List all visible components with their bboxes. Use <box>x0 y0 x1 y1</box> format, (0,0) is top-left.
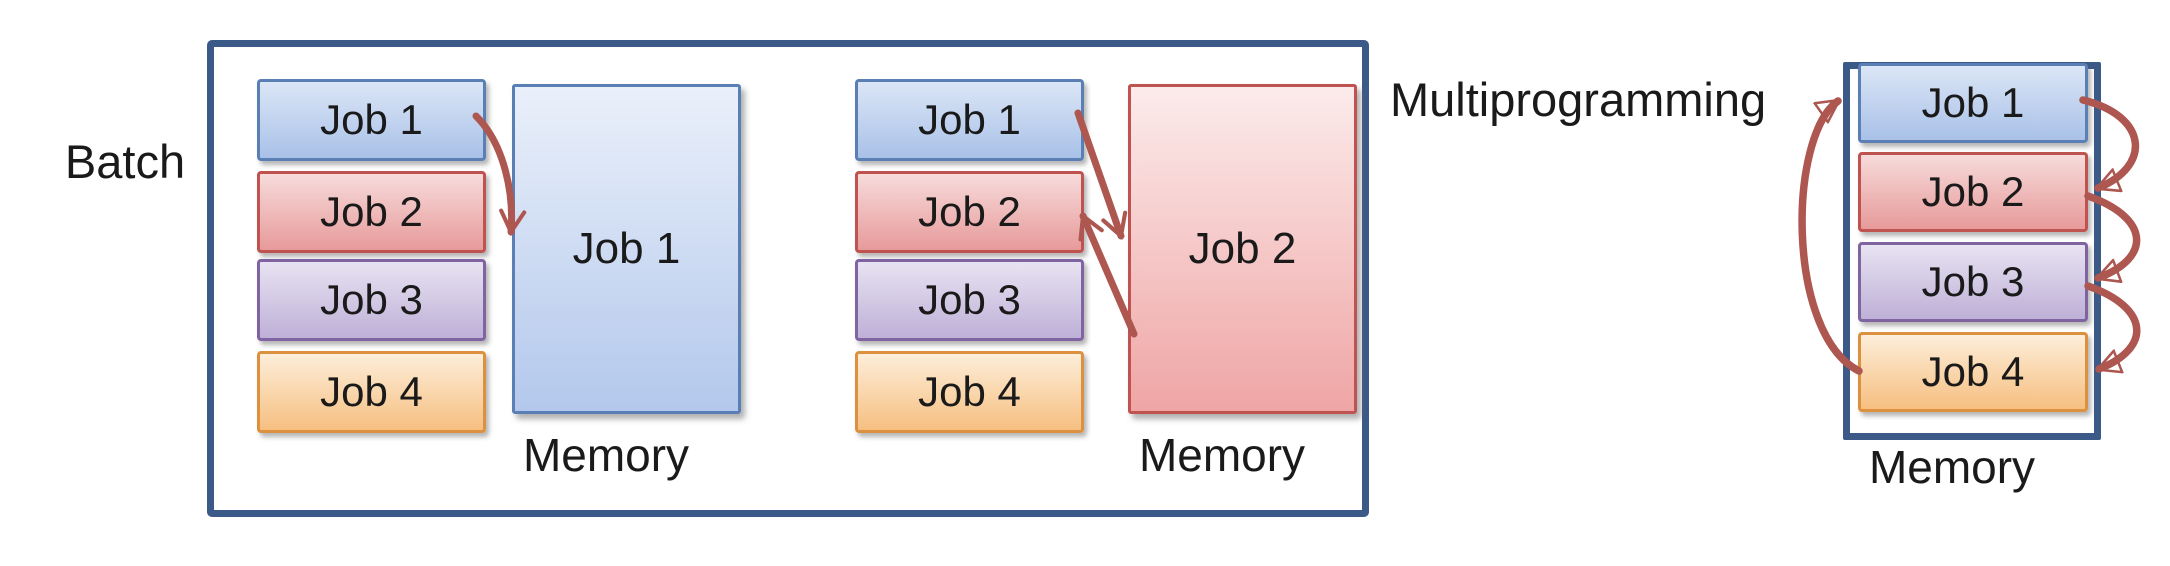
batch1-job2-label: Job 2 <box>320 188 423 235</box>
batch2-job3-label: Job 3 <box>918 276 1021 323</box>
batch1-memory-label: Memory <box>522 429 690 481</box>
batch1-memory-box: Job 1 <box>512 84 741 414</box>
batch2-memory-content: Job 2 <box>1188 224 1297 273</box>
multi-job3-label: Job 3 <box>1921 258 2025 305</box>
batch1-job4-label: Job 4 <box>320 368 423 415</box>
multi-job2-label: Job 2 <box>1921 168 2025 215</box>
batch2-memory-label: Memory <box>1138 429 1306 481</box>
batch2-job4-label: Job 4 <box>918 368 1021 415</box>
batch2-job2-box: Job 2 <box>855 171 1084 253</box>
batch2-job3-box: Job 3 <box>855 259 1084 341</box>
batch2-job4-box: Job 4 <box>855 351 1084 433</box>
multi-job4-box: Job 4 <box>1858 332 2088 412</box>
batch1-job4-box: Job 4 <box>257 351 486 433</box>
multiprogramming-memory-label: Memory <box>1868 441 2036 493</box>
batch1-job1-box: Job 1 <box>257 79 486 161</box>
multi-job3-box: Job 3 <box>1858 242 2088 322</box>
multi-job2-box: Job 2 <box>1858 152 2088 232</box>
batch2-memory-box: Job 2 <box>1128 84 1357 414</box>
batch-outer-box <box>207 40 1369 517</box>
batch2-job1-box: Job 1 <box>855 79 1084 161</box>
multi-job1-box: Job 1 <box>1858 63 2088 143</box>
batch2-job2-label: Job 2 <box>918 188 1021 235</box>
batch2-job1-label: Job 1 <box>918 96 1021 143</box>
batch-section-label: Batch <box>64 135 186 188</box>
batch1-job1-label: Job 1 <box>320 96 423 143</box>
batch1-job2-box: Job 2 <box>257 171 486 253</box>
batch1-job3-box: Job 3 <box>257 259 486 341</box>
batch1-memory-content: Job 1 <box>572 224 681 273</box>
multiprogramming-section-label: Multiprogramming <box>1390 73 1767 126</box>
multi-job4-label: Job 4 <box>1921 348 2025 395</box>
batch1-job3-label: Job 3 <box>320 276 423 323</box>
multi-job1-label: Job 1 <box>1921 79 2025 126</box>
